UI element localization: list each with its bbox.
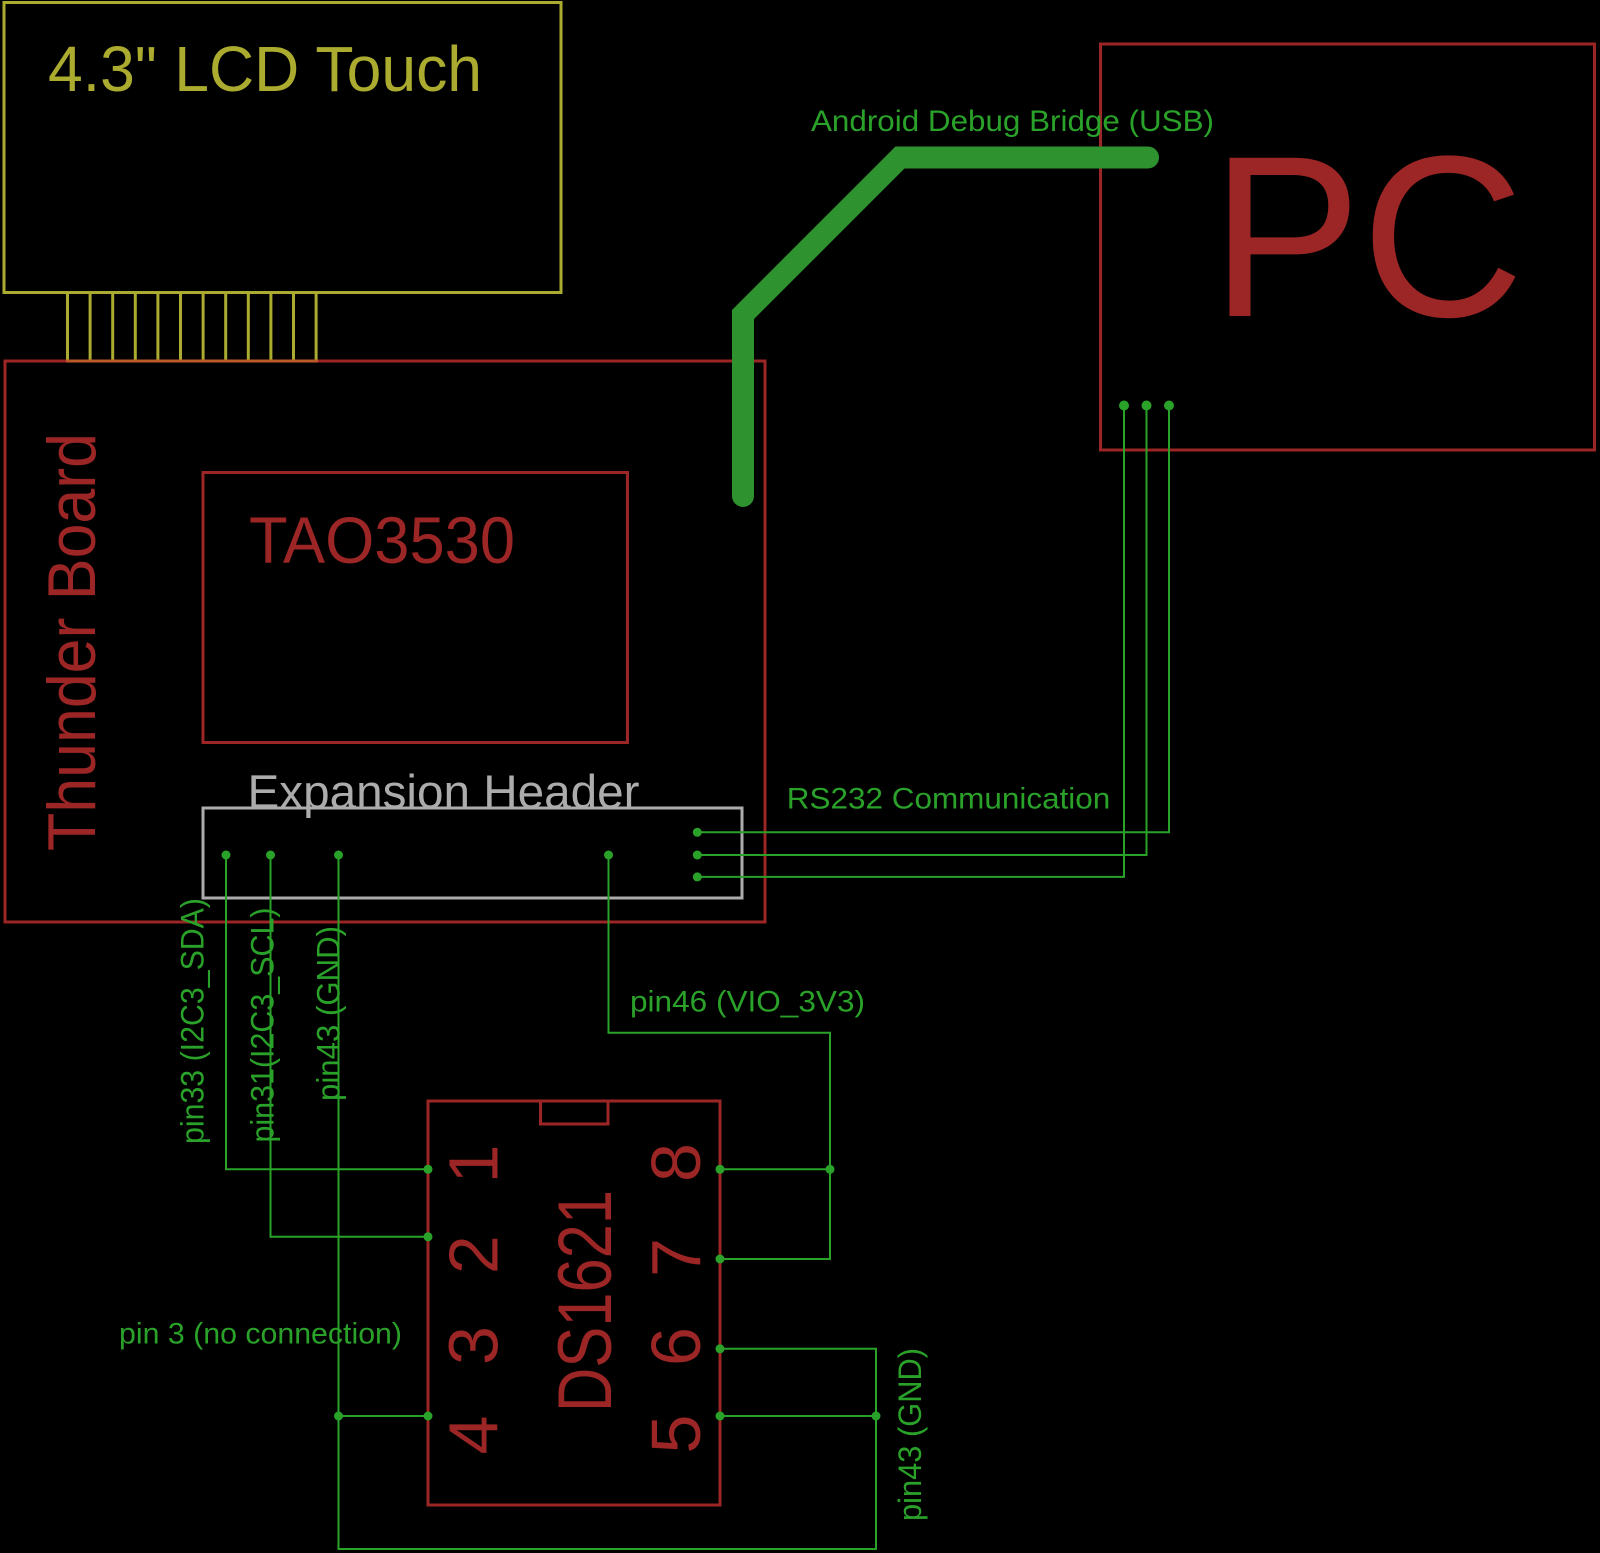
svg-text:2: 2: [435, 1235, 513, 1274]
svg-text:PC: PC: [1211, 108, 1524, 365]
svg-text:pin31(I2C3_SCL): pin31(I2C3_SCL): [245, 908, 281, 1143]
svg-text:Thunder Board: Thunder Board: [34, 433, 110, 851]
svg-text:pin33 (I2C3_SDA): pin33 (I2C3_SDA): [175, 898, 211, 1144]
svg-text:4: 4: [435, 1416, 513, 1455]
svg-text:pin46 (VIO_3V3): pin46 (VIO_3V3): [630, 986, 865, 1019]
svg-text:pin43 (GND): pin43 (GND): [892, 1348, 928, 1521]
svg-text:DS1621: DS1621: [543, 1190, 628, 1412]
svg-text:6: 6: [637, 1327, 715, 1366]
svg-text:pin 3 (no connection): pin 3 (no connection): [119, 1318, 402, 1351]
svg-text:8: 8: [637, 1143, 715, 1182]
svg-text:TAO3530: TAO3530: [249, 503, 515, 577]
svg-text:1: 1: [435, 1145, 513, 1184]
svg-text:4.3" LCD Touch: 4.3" LCD Touch: [48, 33, 482, 105]
svg-text:5: 5: [637, 1415, 715, 1454]
svg-text:7: 7: [637, 1238, 715, 1277]
svg-text:Android Debug Bridge (USB): Android Debug Bridge (USB): [811, 105, 1214, 138]
svg-text:Expansion Header: Expansion Header: [248, 765, 640, 818]
svg-text:3: 3: [435, 1326, 513, 1365]
svg-text:pin43 (GND): pin43 (GND): [311, 926, 347, 1101]
svg-text:RS232 Communication: RS232 Communication: [787, 783, 1111, 816]
